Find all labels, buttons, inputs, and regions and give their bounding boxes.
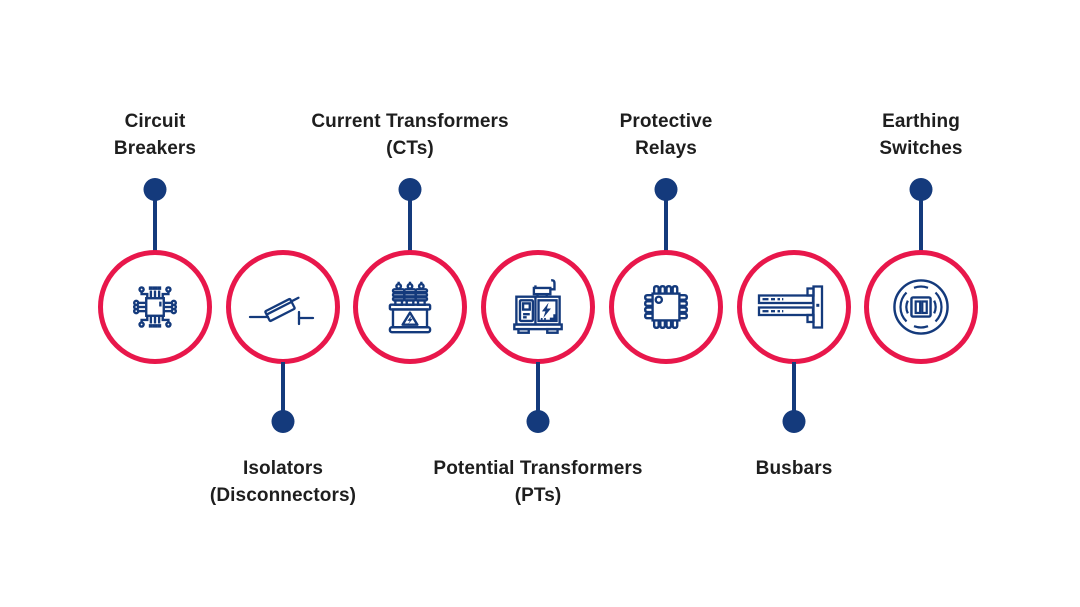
component-column-potential-transformers: Potential Transformers (PTs)	[433, 0, 642, 607]
component-label: Protective Relays	[619, 111, 713, 159]
component-circle	[226, 250, 340, 364]
connector-line	[408, 189, 412, 252]
connector-line	[792, 362, 796, 423]
component-column-protective-relays: Protective Relays	[602, 0, 730, 607]
circuit-breaker-chip-icon	[132, 286, 178, 328]
connector-line	[153, 189, 157, 252]
generator-cabinet-icon	[513, 279, 563, 334]
component-label: Circuit Breakers	[113, 111, 197, 159]
component-label: Isolators (Disconnectors)	[209, 458, 357, 506]
isolator-knife-switch-icon	[248, 296, 315, 326]
component-column-current-transformers: Current Transformers (CTs)	[311, 0, 509, 607]
connector-line	[536, 362, 540, 423]
component-column-isolators: Isolators (Disconnectors)	[210, 0, 356, 607]
component-circle	[481, 250, 595, 364]
transformer-tank-icon	[388, 281, 432, 334]
busbar-icon	[757, 285, 824, 329]
connector-line	[281, 362, 285, 423]
component-column-earthing-switches: Earthing Switches	[857, 0, 985, 607]
relay-microchip-icon	[643, 284, 689, 330]
earthing-switch-icon	[893, 279, 949, 335]
connector-dot	[782, 410, 806, 433]
connector-line	[664, 189, 668, 252]
connector-line	[919, 189, 923, 252]
component-column-circuit-breakers: Circuit Breakers	[91, 0, 219, 607]
component-label: Current Transformers (CTs)	[311, 111, 509, 159]
component-circle	[98, 250, 212, 364]
connector-dot	[526, 410, 550, 433]
component-circle	[737, 250, 851, 364]
connector-dot	[271, 410, 295, 433]
component-label: Potential Transformers (PTs)	[433, 458, 643, 506]
component-label: Busbars	[755, 458, 833, 479]
component-label: Earthing Switches	[879, 111, 963, 159]
component-circle	[609, 250, 723, 364]
component-column-busbars: Busbars	[730, 0, 858, 607]
component-circle	[353, 250, 467, 364]
component-circle	[864, 250, 978, 364]
